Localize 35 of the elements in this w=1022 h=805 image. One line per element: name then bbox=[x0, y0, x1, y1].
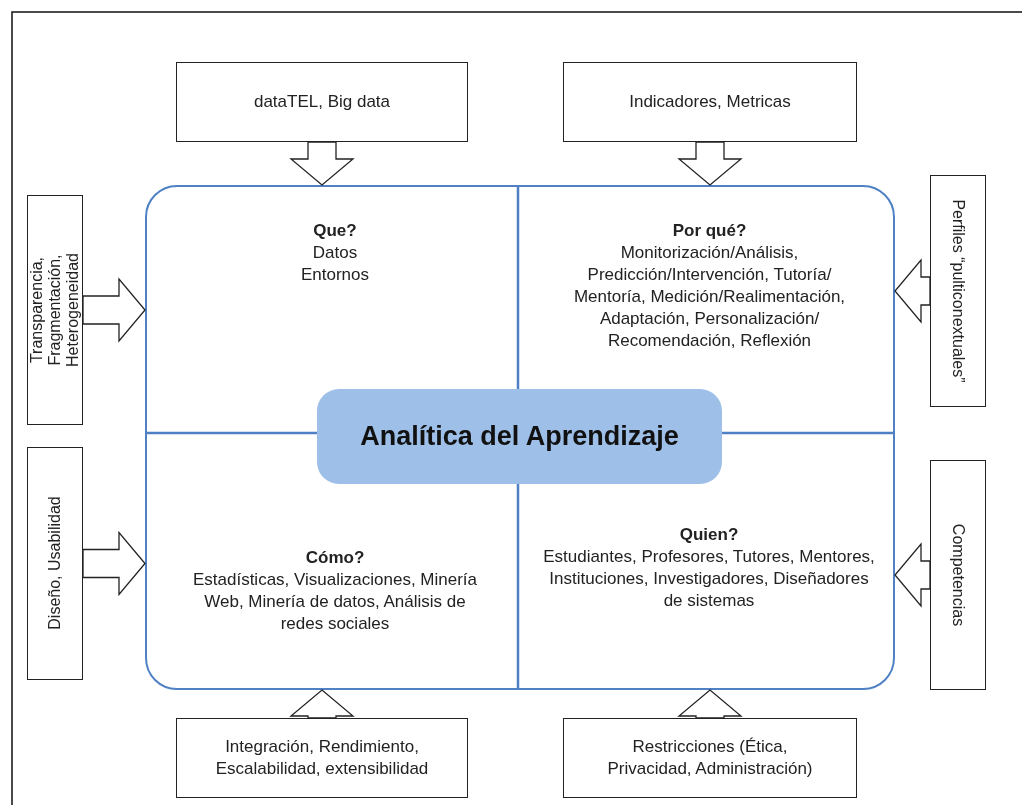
box-label: Restricciones (Ética, Privacidad, Administración) bbox=[606, 735, 814, 780]
box-label: Integración, Rendimiento, Escalabilidad, extensibilidad bbox=[214, 735, 430, 780]
box-label: Transparencia, Fragmentación, Heterogeneidad bbox=[28, 251, 81, 369]
quadrant-text: Monitorización/Análisis, Predicción/Intervención, Tutoría/ Mentoría, Medición/Realimentación, Adaptación, Personalización/ Recomendación, Reflexión bbox=[572, 242, 847, 353]
block-arrow bbox=[894, 542, 931, 608]
box-label: dataTEL, Big data bbox=[252, 90, 392, 113]
box-label: Indicadores, Metricas bbox=[628, 90, 792, 113]
concept-box bbox=[563, 718, 857, 798]
quadrant-text: Entornos bbox=[300, 264, 369, 287]
box-label: Perfiles “pulticonextuales” bbox=[948, 197, 968, 385]
block-arrow bbox=[82, 530, 146, 597]
concept-box bbox=[930, 175, 986, 407]
concept-box bbox=[176, 62, 468, 142]
quadrant-heading: Cómo? bbox=[305, 547, 365, 569]
concept-box bbox=[176, 718, 468, 798]
title-pill: Analítica del Aprendizaje bbox=[317, 389, 722, 484]
block-arrow bbox=[82, 277, 146, 343]
quadrant-text: Estadísticas, Visualizaciones, Minería Web, Minería de datos, Análisis de redes sociales bbox=[191, 569, 479, 636]
rounded-panel bbox=[145, 185, 895, 690]
block-arrow bbox=[289, 689, 355, 719]
quadrant-text: Estudiantes, Profesores, Tutores, Mentores, Instituciones, Investigadores, Diseñadores de sistemas bbox=[542, 546, 876, 613]
quadrant-heading: Por qué? bbox=[672, 220, 747, 242]
block-arrow bbox=[677, 141, 743, 186]
concept-box bbox=[27, 447, 83, 680]
quadrant-heading: Que? bbox=[313, 220, 357, 242]
box-label: Diseño, Usabilidad bbox=[44, 495, 64, 632]
concept-box bbox=[563, 62, 857, 142]
concept-box bbox=[27, 195, 83, 425]
box-label: Competencias bbox=[948, 522, 968, 628]
block-arrow bbox=[677, 689, 743, 719]
block-arrow bbox=[289, 141, 355, 186]
concept-box bbox=[930, 460, 986, 690]
quadrant-text: Datos bbox=[312, 242, 358, 265]
block-arrow bbox=[894, 258, 931, 324]
quadrant-heading: Quien? bbox=[679, 524, 739, 546]
